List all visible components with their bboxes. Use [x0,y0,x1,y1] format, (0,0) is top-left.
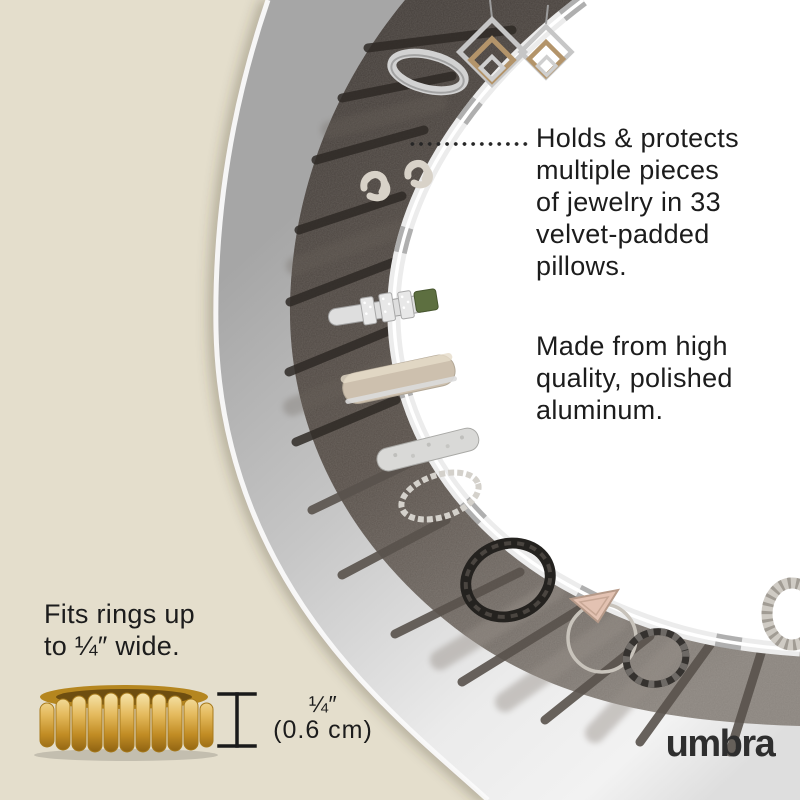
hammered-silver-band [376,427,480,472]
feature-text-pillows: Holds & protects multiple pieces of jewe… [536,122,739,282]
knot-stud-earrings [360,159,433,202]
braided-silver-ring [761,577,800,651]
pave-green-ring [327,288,439,326]
feature-line: aluminum. [536,395,664,425]
feature-line: Holds & protects [536,123,739,153]
geometric-dangle-earring-2 [517,4,575,81]
feature-line: pillows. [536,251,627,281]
fits-line: to ¼″ wide. [44,631,180,661]
black-scalloped-ring [460,537,556,623]
feature-line: Made from high [536,331,728,361]
measurement-bracket-icon [217,692,257,748]
measurement-inches: ¼″ [308,691,338,717]
outer-rim-highlight [213,0,490,800]
fits-rings-note: Fits rings up to ¼″ wide. [44,598,195,662]
feature-line: of jewelry in 33 [536,187,721,217]
jewelry-items [327,0,800,688]
feature-line: velvet-padded [536,219,710,249]
feature-line: multiple pieces [536,155,720,185]
gold-ring-illustration [34,685,218,761]
pillow-seams [283,25,767,757]
twisted-rope-ring [622,628,690,688]
taupe-band-ring [340,353,457,405]
umbra-logo: umbra [665,723,776,765]
geometric-dangle-earring [455,0,529,89]
feature-text-aluminum: Made from high quality, polished aluminu… [536,330,733,426]
dotted-leader-line [408,141,530,147]
measurement-cm: (0.6 cm) [273,716,373,744]
beaded-silver-ring [398,469,482,523]
fits-line: Fits rings up [44,599,195,629]
ring-centre-hole [393,0,800,650]
measurement-label: ¼″ (0.6 cm) [247,691,399,744]
feature-line: quality, polished [536,363,733,393]
chrome-inner-rim [387,0,800,657]
silver-band-on-face [387,48,469,96]
